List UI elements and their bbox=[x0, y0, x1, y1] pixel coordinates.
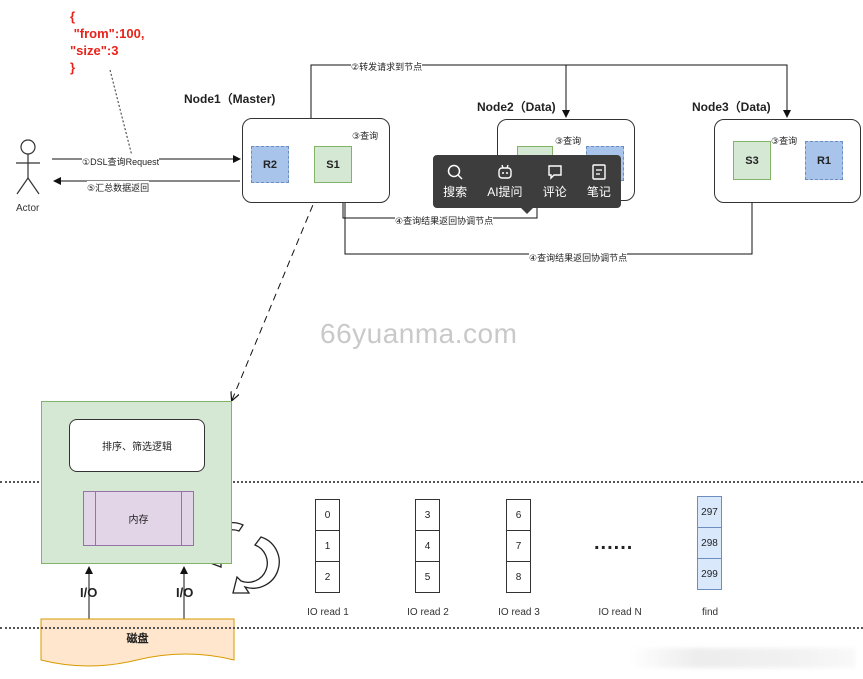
shard-replica: R1 bbox=[805, 141, 843, 180]
forward-arrow bbox=[310, 64, 791, 118]
io-read-column-found: 297 298 299 bbox=[697, 496, 722, 590]
io-cell: 297 bbox=[697, 496, 722, 528]
io-read-label: IO read 2 bbox=[407, 607, 449, 618]
io-cell: 298 bbox=[697, 527, 722, 559]
selection-toolbar: 搜索 AI提问 评论 笔记 bbox=[433, 155, 621, 208]
dotted-divider bbox=[0, 481, 863, 483]
node1-title: Node1（Master) bbox=[184, 92, 276, 106]
actor-label: Actor bbox=[16, 203, 40, 214]
actor-icon bbox=[16, 139, 40, 195]
sort-filter-logic-box: 排序、筛选逻辑 bbox=[69, 419, 205, 472]
disk-shape bbox=[40, 618, 235, 667]
toolbar-note-button[interactable]: 笔记 bbox=[587, 163, 611, 200]
blurred-caption bbox=[630, 648, 855, 668]
toolbar-search-button[interactable]: 搜索 bbox=[443, 163, 467, 200]
io-cell: 7 bbox=[506, 530, 531, 562]
toolbar-ai-button[interactable]: AI提问 bbox=[487, 163, 523, 200]
query-label-node3: ③查询 bbox=[771, 136, 798, 146]
request-label: ①DSL查询Request bbox=[82, 155, 160, 168]
aggregate-label: ⑤汇总数据返回 bbox=[87, 181, 150, 194]
shard-primary: S1 bbox=[314, 146, 352, 183]
toolbar-search-label: 搜索 bbox=[443, 185, 468, 199]
note-icon bbox=[591, 163, 607, 181]
snippet-connector bbox=[109, 69, 134, 161]
return-label-node3: ④查询结果返回协调节点 bbox=[529, 251, 628, 264]
toolbar-comment-button[interactable]: 评论 bbox=[543, 163, 567, 200]
shard-primary: S3 bbox=[733, 141, 771, 180]
toolbar-comment-label: 评论 bbox=[542, 185, 567, 199]
io-cell: 299 bbox=[697, 558, 722, 590]
io-cell: 6 bbox=[506, 499, 531, 531]
ellipsis: ...... bbox=[594, 532, 634, 554]
forward-label: ②转发请求到节点 bbox=[351, 60, 423, 73]
search-icon bbox=[447, 163, 463, 181]
io-cell: 5 bbox=[415, 561, 440, 593]
watermark: 66yuanma.com bbox=[320, 318, 518, 349]
io-read-column: 0 1 2 bbox=[315, 499, 340, 593]
find-label: find bbox=[701, 607, 719, 618]
comment-icon bbox=[547, 163, 563, 181]
dotted-divider bbox=[0, 627, 863, 629]
toolbar-pointer bbox=[520, 207, 534, 214]
io-cell: 2 bbox=[315, 561, 340, 593]
ai-icon bbox=[497, 163, 513, 181]
node3-title: Node3（Data) bbox=[692, 100, 771, 114]
memory-box: 内存 bbox=[83, 491, 194, 546]
toolbar-ai-label: AI提问 bbox=[487, 185, 523, 199]
io-read-column: 6 7 8 bbox=[506, 499, 531, 593]
query-label-node1: ③查询 bbox=[352, 131, 379, 141]
io-read-label: IO read 3 bbox=[498, 607, 540, 618]
shard-replica: R2 bbox=[251, 146, 289, 183]
return-label-node2: ④查询结果返回协调节点 bbox=[395, 214, 494, 227]
io-cell: 4 bbox=[415, 530, 440, 562]
io-cell: 1 bbox=[315, 530, 340, 562]
io-read-column: 3 4 5 bbox=[415, 499, 440, 593]
io-cell: 0 bbox=[315, 499, 340, 531]
query-label-node2: ③查询 bbox=[555, 136, 582, 146]
zoom-arrow bbox=[232, 182, 323, 400]
io-read-label: IO read 1 bbox=[307, 607, 349, 618]
disk-label: 磁盘 bbox=[126, 633, 149, 645]
io-label-left: I/O bbox=[80, 585, 98, 600]
io-cell: 3 bbox=[415, 499, 440, 531]
dsl-snippet: { "from":100, "size":3 } bbox=[70, 9, 145, 75]
node2-title: Node2（Data) bbox=[477, 100, 556, 114]
io-label-right: I/O bbox=[176, 585, 194, 600]
io-cell: 8 bbox=[506, 561, 531, 593]
toolbar-note-label: 笔记 bbox=[586, 185, 611, 199]
io-read-label: IO read N bbox=[598, 607, 642, 618]
